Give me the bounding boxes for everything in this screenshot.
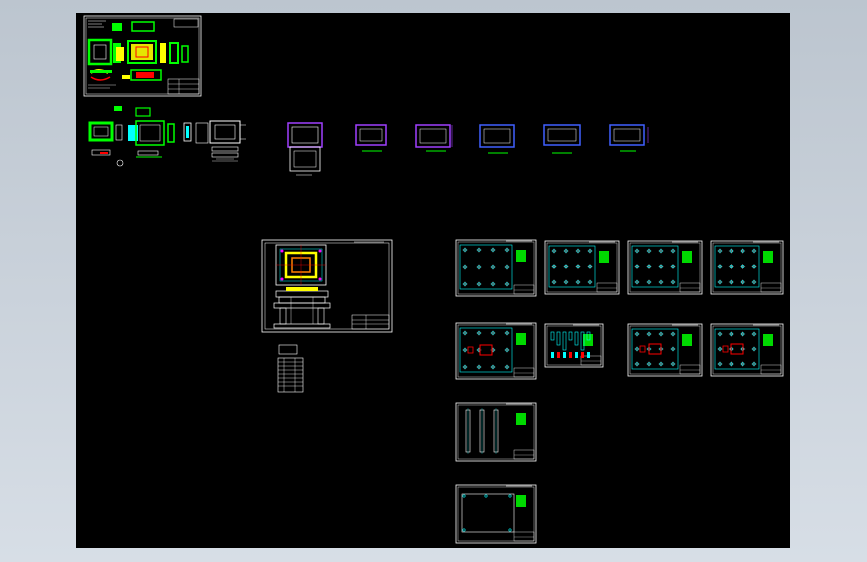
punch-part	[568, 331, 573, 341]
plate-outline	[459, 327, 513, 373]
plate-sheet-border	[712, 325, 782, 375]
punch-part	[580, 331, 585, 351]
notes-block	[682, 334, 692, 346]
plate-sheet-frame[interactable]	[455, 322, 537, 380]
punch-part	[556, 331, 561, 346]
punch-part	[563, 352, 566, 358]
cad-drawing-area[interactable]	[76, 13, 790, 548]
punch-part	[551, 352, 554, 358]
hole-mark	[462, 494, 466, 498]
punch-part	[550, 331, 555, 341]
plate-title-block	[596, 282, 618, 293]
notes-block	[682, 251, 692, 263]
plate-outline	[631, 328, 679, 370]
plate-sheet-border	[457, 404, 535, 460]
plate-sheet-border	[629, 242, 701, 293]
cavity-outline	[730, 343, 744, 355]
plate-title-block	[679, 282, 701, 293]
plate-title-block	[513, 284, 535, 295]
plate-title-block	[580, 355, 602, 366]
cavity-outline	[639, 345, 646, 353]
punch-part	[575, 352, 578, 358]
punch-part	[587, 352, 590, 358]
hole-mark	[508, 494, 512, 498]
plate-outline	[714, 328, 760, 370]
plate-title-block	[513, 449, 535, 460]
plate-title-block	[513, 531, 535, 542]
plate-sheet-border	[629, 325, 701, 375]
punch-part	[557, 352, 560, 358]
plate-sheet-border	[712, 242, 782, 293]
plate-sheet-border	[457, 241, 535, 295]
plate-title-block	[760, 282, 782, 293]
notes-block	[516, 413, 526, 425]
plate-detail-sheets[interactable]	[455, 239, 784, 544]
punch-part	[574, 331, 579, 346]
cavity-outline	[648, 343, 662, 355]
plate-views-row[interactable]	[287, 122, 649, 176]
plate-sheet-frame[interactable]	[627, 240, 703, 295]
hole-mark	[484, 494, 488, 498]
plate-sheet-frame[interactable]	[627, 323, 703, 377]
plate-sheet-frame[interactable]	[544, 240, 620, 295]
plate-sheet-frame[interactable]	[710, 323, 784, 377]
hole-mark	[508, 528, 512, 532]
plate-sheet-border	[546, 242, 618, 293]
cavity-outline	[467, 346, 474, 354]
plate-outline	[461, 493, 515, 533]
punch-part	[586, 331, 591, 341]
notes-block	[599, 251, 609, 263]
assembly-overview-sheet[interactable]	[83, 15, 202, 97]
plate-title-block	[679, 364, 701, 375]
plate-outline	[548, 245, 596, 288]
punch-part	[569, 352, 572, 358]
plate-sheet-frame[interactable]	[544, 323, 604, 368]
part-views-row[interactable]	[88, 106, 246, 167]
notes-block	[763, 251, 773, 263]
notes-block	[516, 250, 526, 262]
cavity-outline	[479, 344, 493, 356]
notes-block	[516, 333, 526, 345]
plate-sheet-border	[546, 325, 602, 366]
model-space-canvas[interactable]	[76, 13, 790, 548]
notes-block	[763, 334, 773, 346]
plate-sheet-border	[457, 324, 535, 378]
main-assembly-sheet[interactable]	[261, 239, 393, 333]
hole-mark	[462, 528, 466, 532]
plate-outline	[631, 245, 679, 288]
notes-block	[516, 495, 526, 507]
plate-sheet-frame[interactable]	[455, 239, 537, 297]
plate-sheet-frame[interactable]	[455, 402, 537, 462]
punch-part	[581, 352, 584, 358]
plate-sheet-frame[interactable]	[710, 240, 784, 295]
plate-title-block	[513, 367, 535, 378]
plate-outline	[459, 244, 513, 290]
plate-title-block	[760, 364, 782, 375]
plate-sheet-border	[457, 486, 535, 542]
bom-table[interactable]	[277, 344, 304, 393]
plate-outline	[714, 245, 760, 288]
plate-sheet-frame[interactable]	[455, 484, 537, 544]
punch-part	[562, 331, 567, 351]
cavity-outline	[722, 345, 729, 353]
